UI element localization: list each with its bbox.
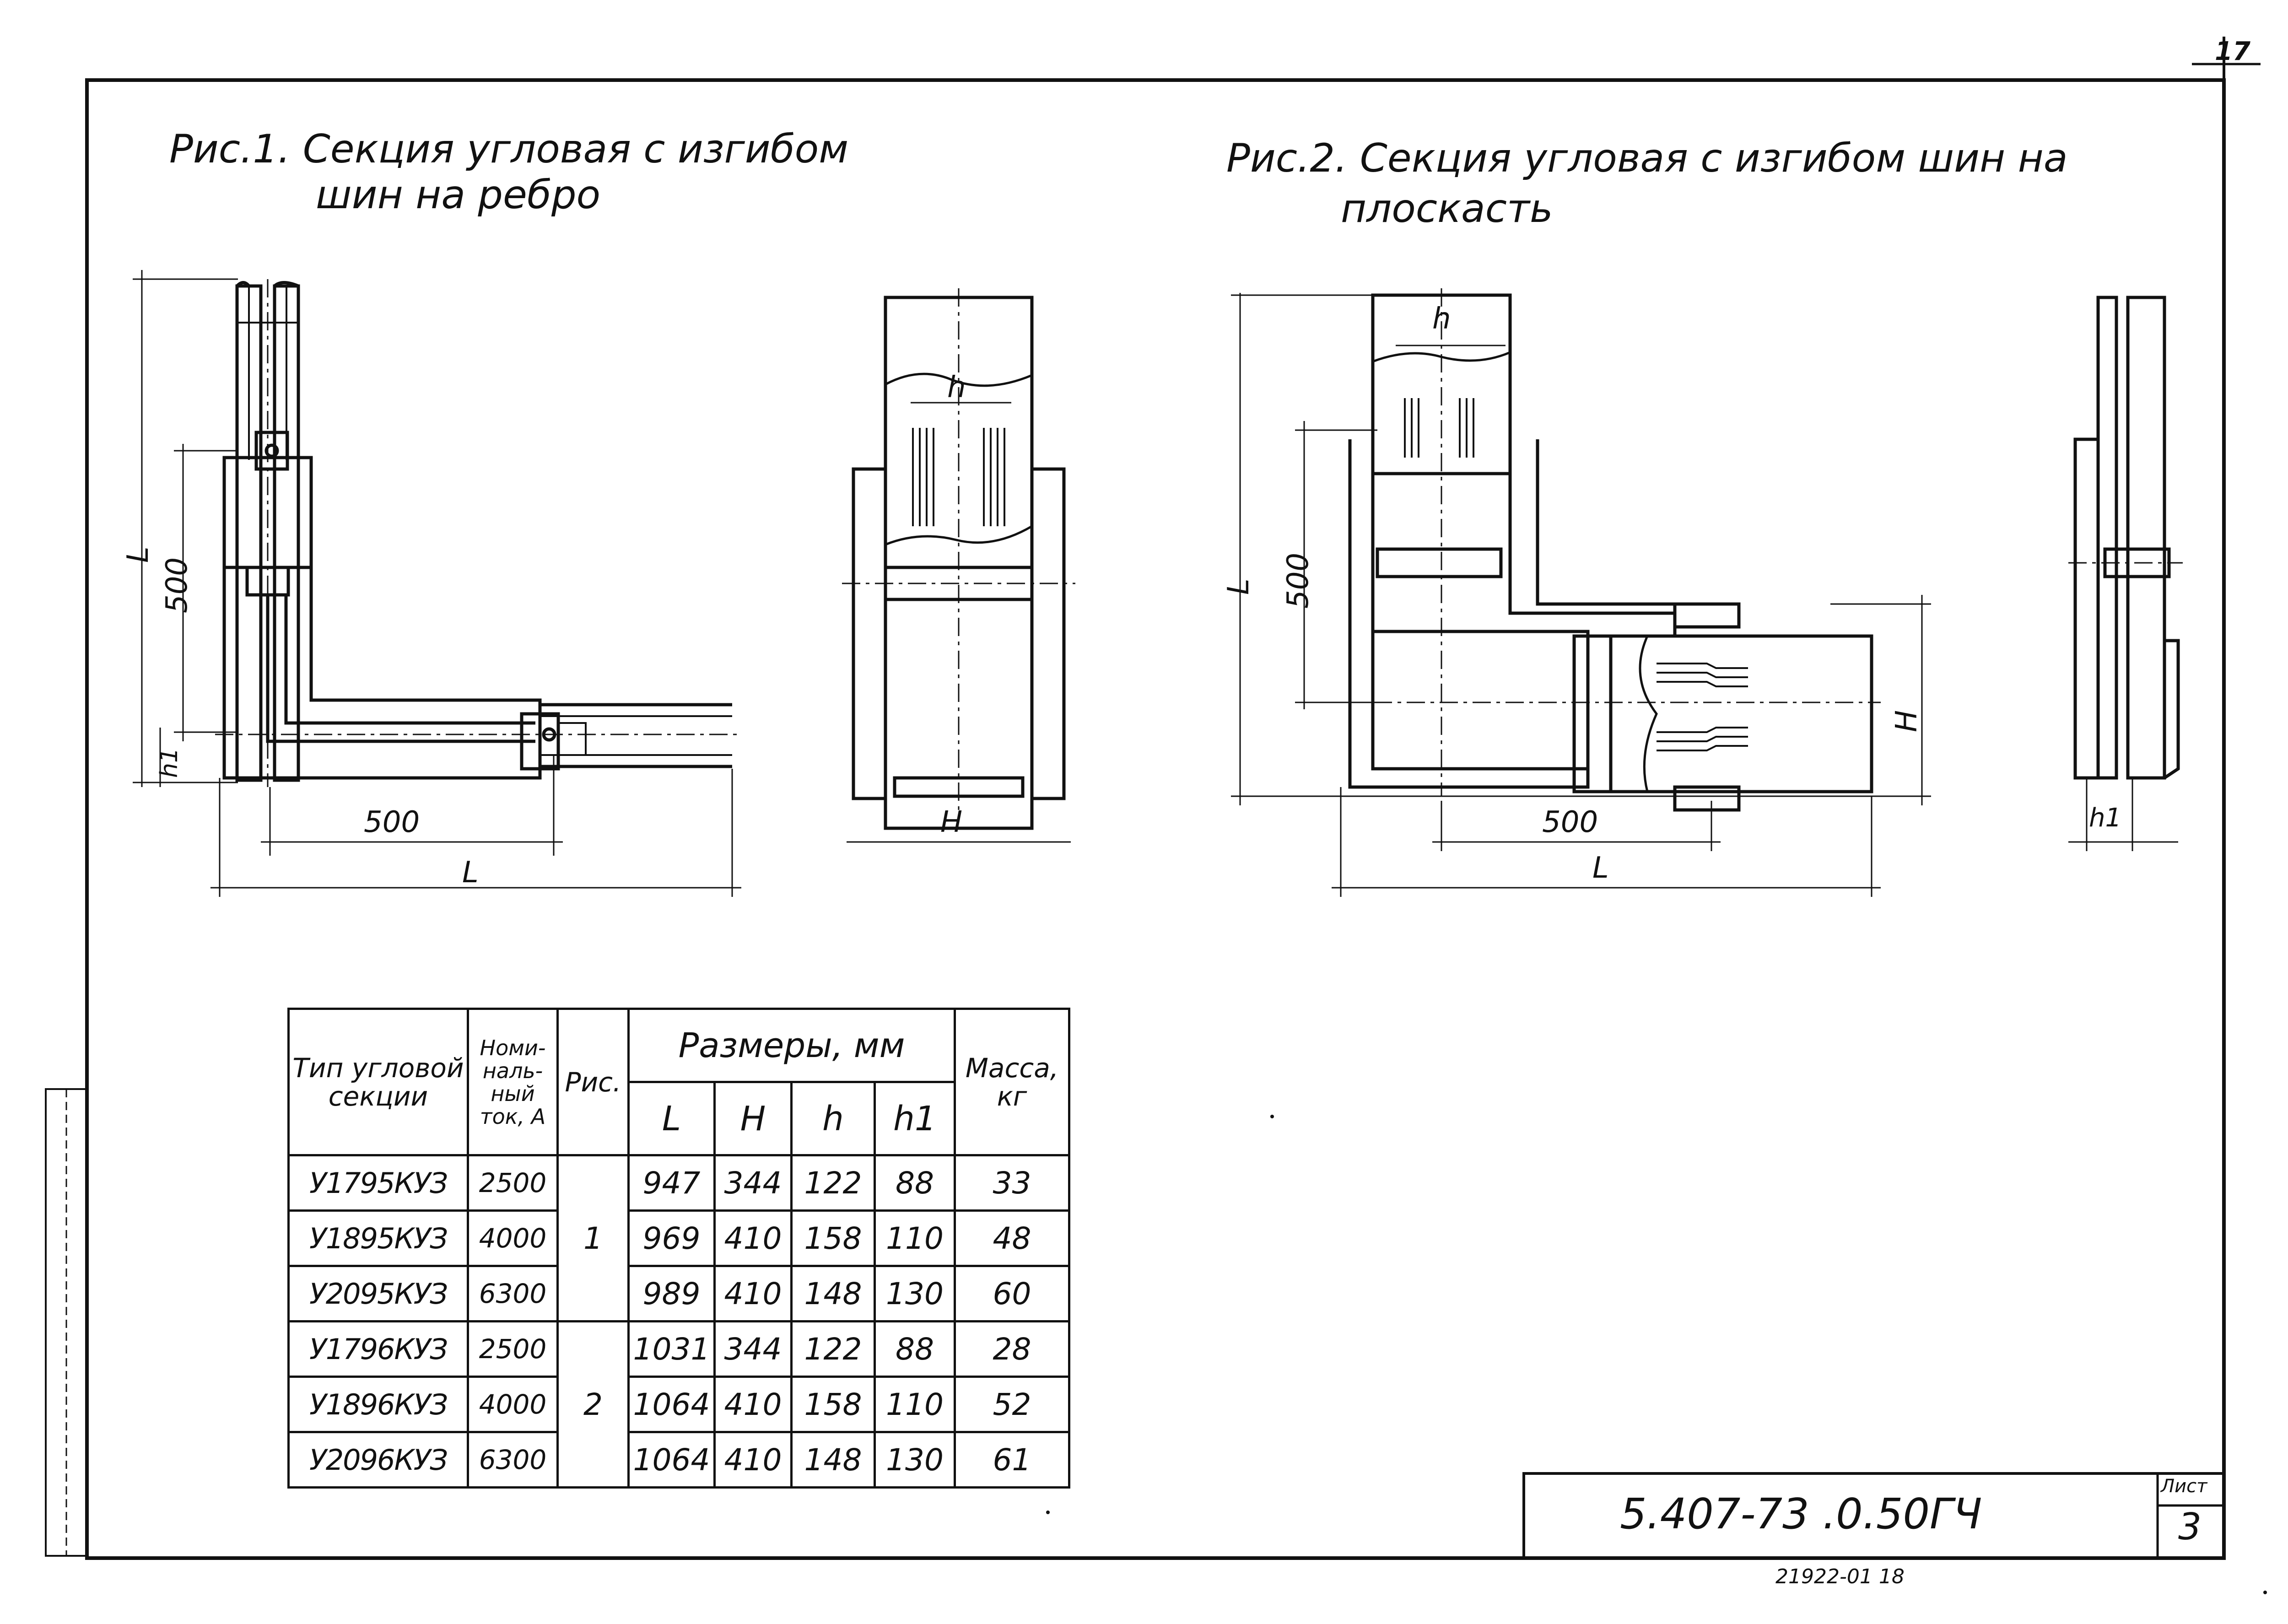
- fig2-dim-h: h: [1432, 302, 1451, 336]
- fig1-dim-500-horizontal: 500: [364, 805, 420, 839]
- cell-mass: 48: [954, 1209, 1071, 1267]
- cell-h1: 110: [873, 1209, 956, 1267]
- cell-L: 1064: [627, 1431, 716, 1489]
- cell-h: 122: [790, 1320, 876, 1378]
- fig1-side-dim-h: h: [947, 371, 966, 405]
- cell-current: 4000: [467, 1209, 559, 1267]
- fig1-dim-L: L: [121, 546, 155, 563]
- cell-L: 1031: [627, 1320, 716, 1378]
- fig1-caption-line2: шин на ребро: [316, 172, 601, 218]
- cell-mass: 60: [954, 1265, 1071, 1322]
- cell-fig: 1: [556, 1154, 630, 1322]
- cell-h1: 88: [873, 1154, 956, 1212]
- cell-mass: 33: [954, 1154, 1071, 1212]
- cell-h: 158: [790, 1209, 876, 1267]
- title-block: [1522, 1472, 2225, 1559]
- header-h1: h1: [873, 1081, 956, 1156]
- cell-h: 158: [790, 1376, 876, 1433]
- fig2-side-dim-h1: h1: [2089, 803, 2122, 833]
- header-type: Тип угловой секции: [287, 1008, 469, 1156]
- fig2-dim-L-horizontal: L: [1592, 851, 1609, 885]
- fig2-caption-line2: плоскасть: [1341, 186, 1553, 232]
- fig1-dim-L-horizontal: L: [462, 856, 479, 890]
- header-mass: Масса, кг: [954, 1008, 1071, 1156]
- cell-type: У1796КУЗ: [287, 1320, 469, 1378]
- cell-type: У1895КУЗ: [287, 1209, 469, 1267]
- table-row: У1795КУЗ 2500 1 947 344 122 88 33: [287, 1154, 1071, 1322]
- cell-fig: 2: [556, 1320, 630, 1489]
- cell-h1: 130: [873, 1431, 956, 1489]
- fig1-dim-h1: h1: [156, 747, 183, 778]
- table-row: У1896КУЗ 4000 1064 410 158 110 52: [287, 1376, 1071, 1433]
- cell-L: 989: [627, 1265, 716, 1322]
- header-L: L: [627, 1081, 716, 1156]
- fig2-caption-line1: Рис.2. Секция угловая с изгибом шин на: [1226, 135, 2068, 181]
- header-current: Номи-наль-ный ток, А: [467, 1008, 559, 1156]
- fig2-dim-500-vertical: 500: [1281, 552, 1315, 609]
- table-row: У1895КУЗ 4000 969 410 158 110 48: [287, 1209, 1071, 1267]
- corner-mark: 17: [2215, 37, 2250, 66]
- cell-H: 410: [713, 1265, 793, 1322]
- header-fig: Рис.: [556, 1008, 630, 1156]
- cell-H: 344: [713, 1154, 793, 1212]
- fig2-dim-H: H: [1890, 710, 1924, 732]
- document-code: 5.407-73 .0.50ГЧ: [1620, 1489, 1982, 1538]
- cell-type: У2095КУЗ: [287, 1265, 469, 1322]
- cell-h1: 130: [873, 1265, 956, 1322]
- cell-h: 148: [790, 1431, 876, 1489]
- cell-L: 947: [627, 1154, 716, 1212]
- sheet-number: 3: [2178, 1505, 2202, 1548]
- fig1-drawing: [133, 270, 741, 897]
- cell-mass: 28: [954, 1320, 1071, 1378]
- cell-h: 148: [790, 1265, 876, 1322]
- sheet-frame: [85, 78, 2226, 1560]
- sheet-label: Лист: [2161, 1476, 2207, 1497]
- footer-code: 21922-01 18: [1775, 1565, 1905, 1588]
- cell-H: 344: [713, 1320, 793, 1378]
- fig1-dim-500-vertical: 500: [160, 557, 194, 613]
- cell-h1: 88: [873, 1320, 956, 1378]
- fig1-caption-line1: Рис.1. Секция угловая с изгибом: [169, 126, 849, 172]
- cell-type: У1896КУЗ: [287, 1376, 469, 1433]
- table-row: У2095КУЗ 6300 989 410 148 130 60: [287, 1265, 1071, 1322]
- cell-current: 6300: [467, 1265, 559, 1322]
- header-h: h: [790, 1081, 876, 1156]
- cell-H: 410: [713, 1431, 793, 1489]
- cell-current: 2500: [467, 1320, 559, 1378]
- cell-current: 2500: [467, 1154, 559, 1212]
- cell-type: У1795КУЗ: [287, 1154, 469, 1212]
- cell-current: 6300: [467, 1431, 559, 1489]
- cell-h1: 110: [873, 1376, 956, 1433]
- table-row: У2096КУЗ 6300 1064 410 148 130 61: [287, 1431, 1071, 1489]
- fig2-dim-L: L: [1222, 578, 1256, 595]
- cell-type: У2096КУЗ: [287, 1431, 469, 1489]
- fig2-drawing: [1231, 288, 1931, 897]
- cell-L: 969: [627, 1209, 716, 1267]
- header-H: H: [713, 1081, 793, 1156]
- header-sizes: Размеры, мм: [627, 1008, 956, 1083]
- fig1-side-view: [842, 288, 1075, 843]
- fig2-dim-500-horizontal: 500: [1542, 805, 1598, 839]
- spec-table: Тип угловой секции Номи-наль-ный ток, А …: [287, 1008, 1071, 1489]
- table-row: У1796КУЗ 2500 2 1031 344 122 88 28: [287, 1320, 1071, 1489]
- fig2-side-view: [2068, 296, 2183, 851]
- cell-H: 410: [713, 1209, 793, 1267]
- cell-mass: 61: [954, 1431, 1071, 1489]
- cell-H: 410: [713, 1376, 793, 1433]
- cell-current: 4000: [467, 1376, 559, 1433]
- cell-h: 122: [790, 1154, 876, 1212]
- cell-mass: 52: [954, 1376, 1071, 1433]
- cell-L: 1064: [627, 1376, 716, 1433]
- fig1-side-dim-H: H: [940, 805, 963, 839]
